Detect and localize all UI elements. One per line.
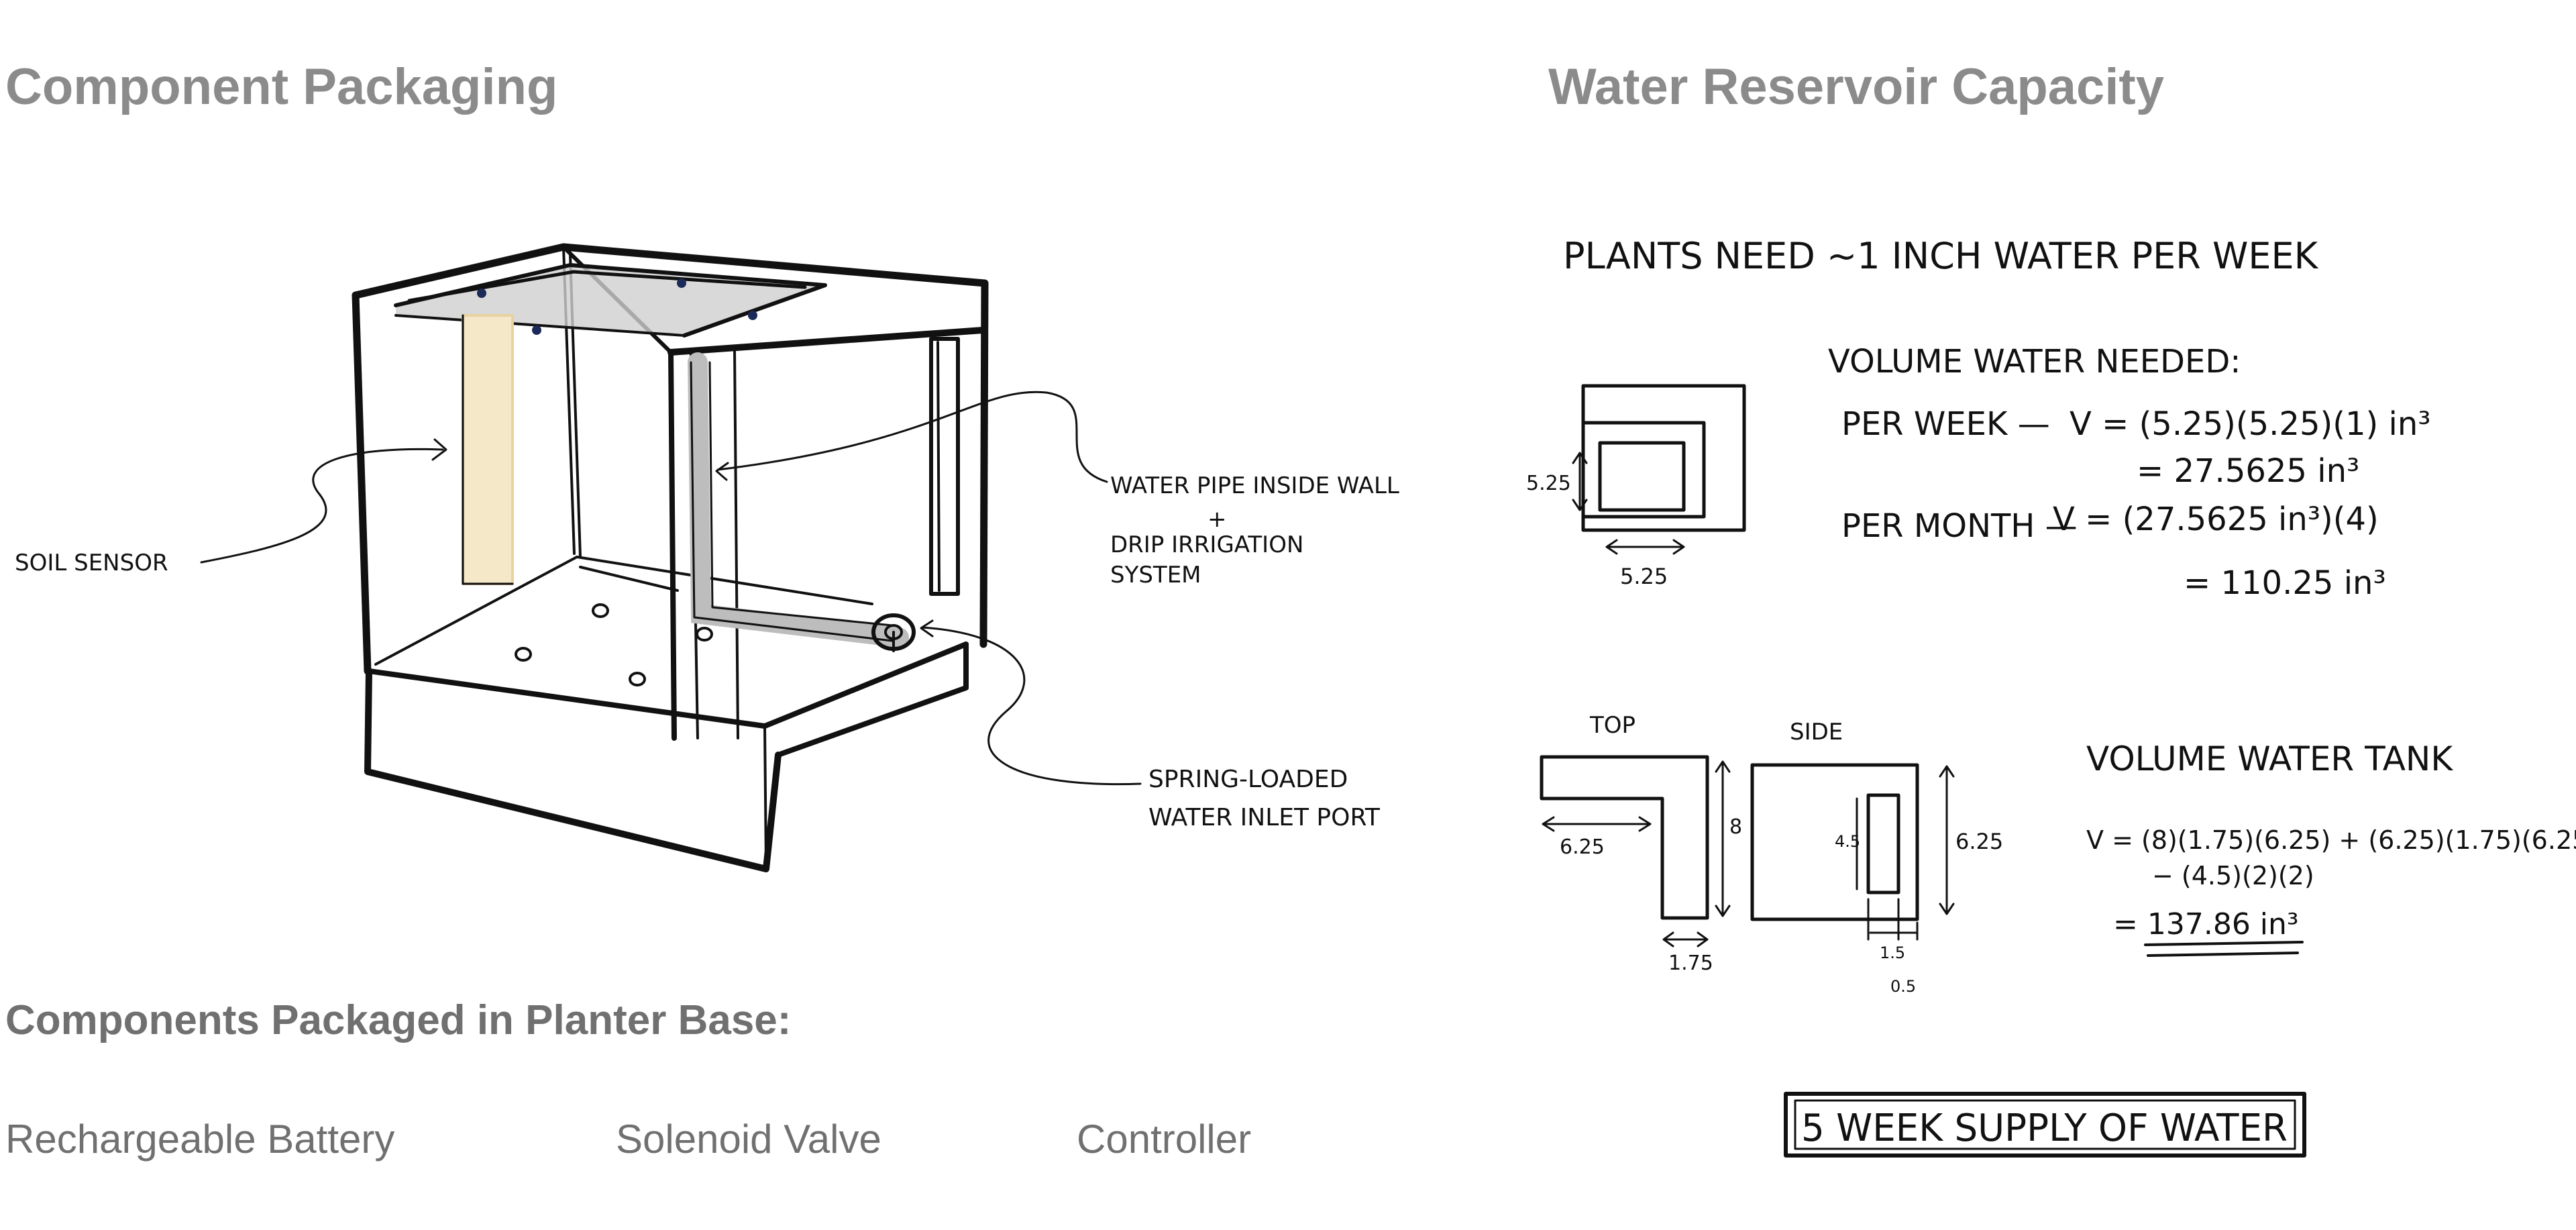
tank-side-view: [1750, 763, 1955, 941]
components-heading: Components Packaged in Planter Base:: [5, 997, 792, 1043]
top-thickness-dim: 1.75: [1668, 952, 1713, 975]
water-pipe-label-line1: WATER PIPE INSIDE WALL: [1110, 472, 1399, 499]
top-height-dim: 8: [1729, 815, 1742, 839]
side-gap-dim: 0.5: [1890, 977, 1916, 996]
per-week-equation: V = (5.25)(5.25)(1) in³: [2070, 405, 2430, 443]
supply-box-inner: [1794, 1099, 2296, 1150]
tank-equation-line2: − (4.5)(2)(2): [2152, 861, 2314, 890]
top-view-label: TOP: [1589, 712, 1635, 739]
tank-result: = 137.86 in³: [2113, 907, 2299, 941]
side-inner-width-dim: 1.5: [1880, 943, 1905, 962]
inlet-port-label-line1: SPRING-LOADED: [1148, 766, 1348, 793]
component-controller: Controller: [1077, 1117, 1252, 1162]
per-month-label: PER MONTH —: [1841, 507, 2078, 545]
side-width-dim: 6.25: [1955, 829, 2003, 854]
inlet-port-label-line2: WATER INLET PORT: [1148, 804, 1381, 831]
water-pipe-label-line3: DRIP IRRIGATION: [1110, 531, 1303, 558]
plants-need-text: PLANTS NEED ~1 INCH WATER PER WEEK: [1563, 235, 2319, 277]
volume-needed-heading: VOLUME WATER NEEDED:: [1828, 343, 2241, 380]
tank-volume-heading: VOLUME WATER TANK: [2086, 739, 2453, 778]
side-inner-height-dim: 4.5: [1835, 832, 1860, 851]
supply-box-text: 5 WEEK SUPPLY OF WATER: [1801, 1107, 2288, 1150]
tank-equation-line1: V = (8)(1.75)(6.25) + (6.25)(1.75)(6.25): [2086, 825, 2576, 855]
component-packaging-title: Component Packaging: [5, 58, 558, 115]
side-view-label: SIDE: [1790, 719, 1843, 746]
water-pipe-label-line2: +: [1208, 506, 1227, 533]
result-underline: [2144, 941, 2304, 957]
tank-top-view: [1540, 755, 1731, 947]
water-pipe-label-line4: SYSTEM: [1110, 562, 1201, 588]
planter-sketch: [200, 243, 1142, 872]
pot-plan-sketch: [1572, 384, 1746, 555]
component-rechargeable-battery: Rechargeable Battery: [5, 1117, 395, 1162]
component-solenoid-valve: Solenoid Valve: [616, 1117, 881, 1162]
per-week-result: = 27.5625 in³: [2137, 452, 2359, 490]
pot-dim-side-b: 5.25: [1620, 564, 1668, 589]
supply-box-outer: [1784, 1092, 2306, 1158]
per-month-result: = 110.25 in³: [2184, 564, 2386, 602]
soil-sensor-label: SOIL SENSOR: [15, 550, 168, 576]
per-month-equation: V = (27.5625 in³)(4): [2053, 501, 2379, 538]
per-week-label: PER WEEK —: [1841, 405, 2050, 443]
water-reservoir-capacity-title: Water Reservoir Capacity: [1548, 58, 2165, 115]
top-width-dim: 6.25: [1560, 835, 1605, 859]
pot-dim-side-a: 5.25: [1526, 472, 1571, 495]
